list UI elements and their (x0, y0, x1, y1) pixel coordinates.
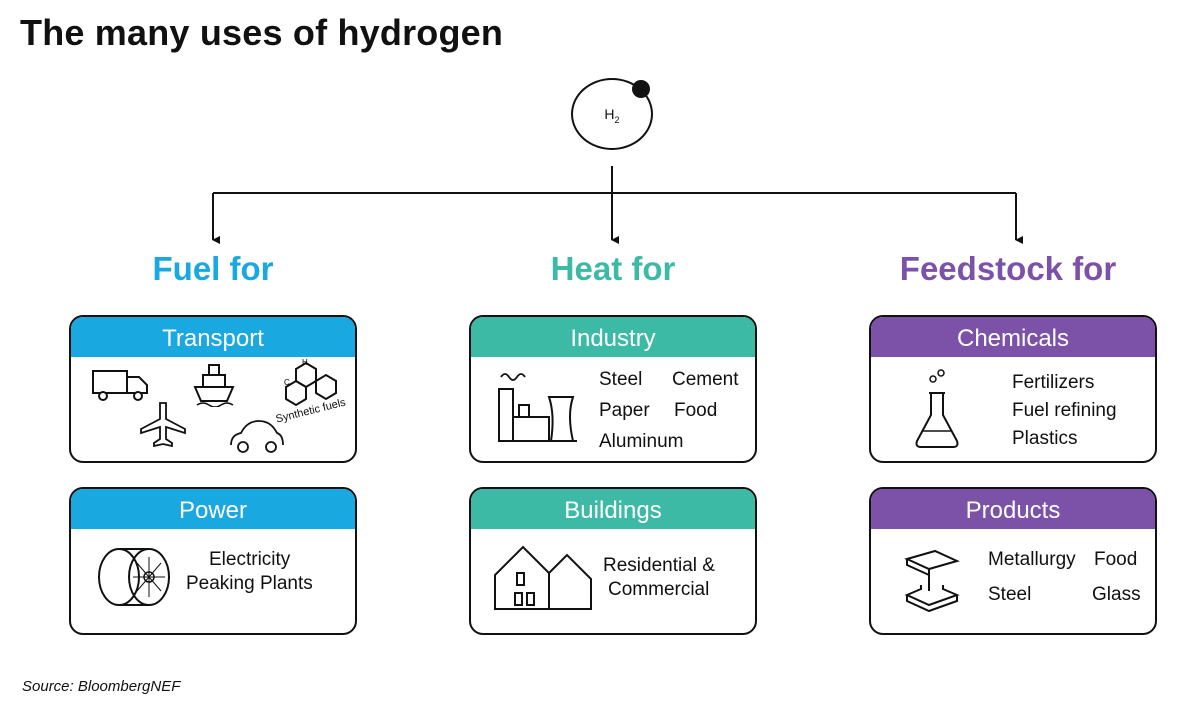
electron-dot (632, 80, 650, 98)
box-header-power: Power (71, 489, 355, 529)
house-icon (494, 545, 592, 610)
industry-item-cement: Cement (672, 369, 739, 390)
industry-item-steel: Steel (599, 369, 643, 390)
steel-beam-icon (904, 549, 960, 613)
buildings-line-commercial: Commercial (608, 579, 710, 600)
diagram-title: The many uses of hydrogen (20, 12, 504, 53)
industry-item-food: Food (674, 400, 718, 421)
box-products: Products Metallurgy Food Steel Glass (869, 487, 1157, 635)
molecule-icon: H C (284, 359, 337, 407)
industry-item-aluminum: Aluminum (599, 431, 684, 452)
products-item-food: Food (1094, 549, 1138, 570)
svg-text:C: C (284, 378, 290, 387)
box-power: Power Electricity Peaking Plants (69, 487, 357, 635)
box-header-buildings: Buildings (471, 489, 755, 529)
hub-subscript: 2 (614, 114, 620, 125)
category-feedstock-title: Feedstock for (899, 250, 1117, 287)
products-item-steel: Steel (988, 584, 1032, 605)
box-transport: Transport H C Synthetic fuels (69, 315, 357, 463)
factory-icon (498, 373, 577, 442)
chemicals-item-fertilizers: Fertilizers (1012, 372, 1095, 393)
hub-symbol: H (604, 106, 615, 122)
chemicals-item-fuel-refining: Fuel refining (1012, 400, 1117, 421)
power-line-electricity: Electricity (209, 549, 291, 570)
turbine-icon (98, 548, 170, 606)
box-industry: Industry Steel Cement Paper Food Aluminu… (469, 315, 757, 463)
box-chemicals: Chemicals Fertilizers Fuel refining Plas… (869, 315, 1157, 463)
svg-text:H: H (302, 359, 308, 367)
category-fuel-title: Fuel for (152, 250, 274, 287)
hydrogen-hub-circle (571, 78, 653, 150)
plane-icon (140, 402, 186, 448)
car-icon (230, 420, 284, 453)
ship-icon (193, 364, 235, 407)
industry-item-paper: Paper (599, 400, 650, 421)
box-header-chemicals: Chemicals (871, 317, 1155, 357)
products-item-metallurgy: Metallurgy (988, 549, 1076, 570)
source-note: Source: BloombergNEF (22, 678, 181, 695)
chemicals-item-plastics: Plastics (1012, 428, 1078, 449)
products-item-glass: Glass (1092, 584, 1141, 605)
box-header-products: Products (871, 489, 1155, 529)
power-line-peaking-plants: Peaking Plants (186, 573, 313, 594)
flask-icon (915, 369, 959, 448)
buildings-line-residential: Residential & (603, 555, 715, 576)
box-buildings: Buildings Residential & Commercial (469, 487, 757, 635)
box-header-transport: Transport (71, 317, 355, 357)
truck-icon (92, 370, 148, 401)
box-header-industry: Industry (471, 317, 755, 357)
hydrogen-hub-label: H2 (571, 106, 653, 125)
category-heat-title: Heat for (550, 250, 676, 287)
